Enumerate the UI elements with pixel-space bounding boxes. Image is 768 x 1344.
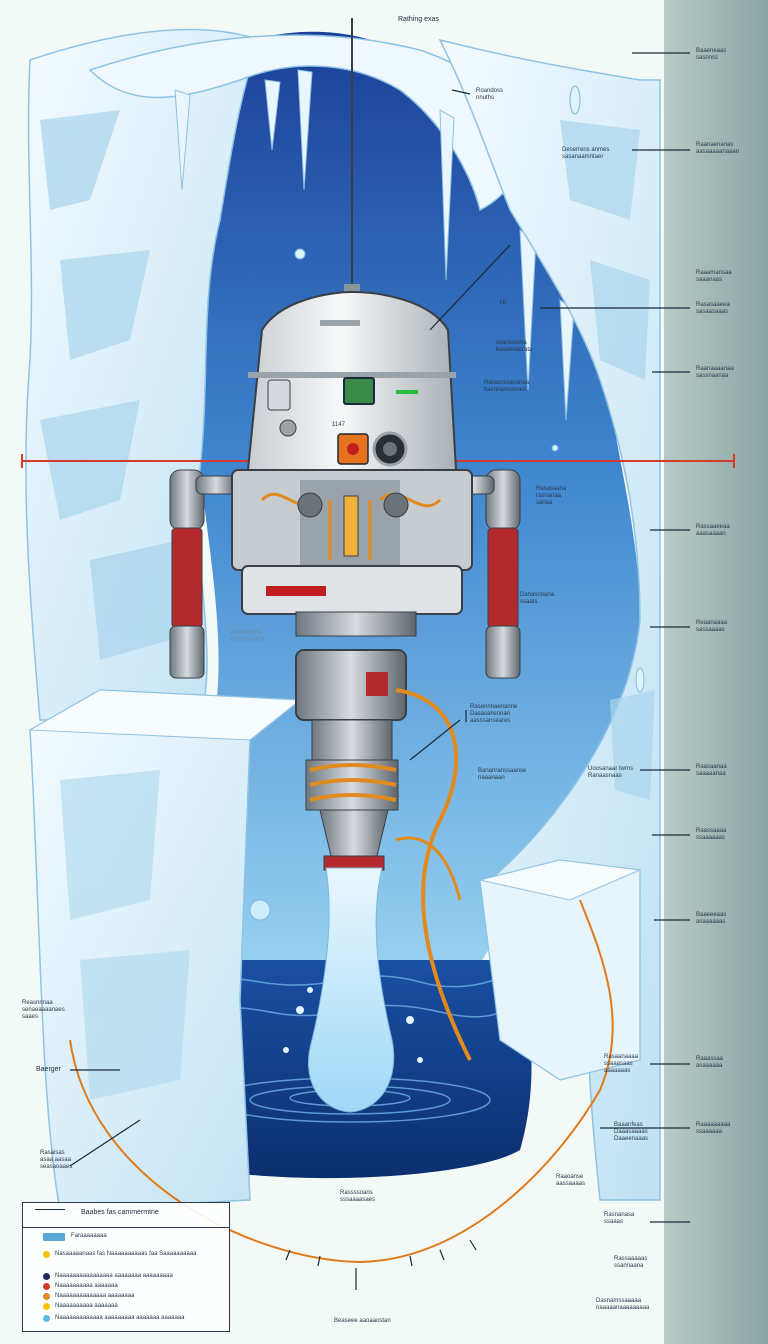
label-l03: NI [500,300,506,306]
panel-label-r08: Raasaanaa saaaaanaa [696,764,727,777]
legend-swatch [43,1303,50,1310]
label-l15: Rassssoans sssaaaasaes [340,1190,376,1203]
label-l17: Raaoanse aassaaaas [556,1174,586,1187]
water-droplets [249,85,645,921]
panel-label-r09: Raassaaaa ssaaaaaas [696,828,727,841]
legend-item-label: Naaaaaaaaaa aaaaaaa [55,1283,118,1289]
label-l20: Rasaanaaaa ssaaasaas aaaaaaas [604,1054,639,1074]
legend-item-label: Naaaaaaaaaaaaa aaaaaaaaa aaaaaaa aaaaaaa [55,1315,185,1321]
machine-mid [231,469,473,637]
panel-label-r06: Rassaaeeaa aaasaaaan [696,524,730,537]
label-l10: Rasennnaenanne Dasasansnnan aasssanseare… [470,704,518,724]
leader-lines [69,52,690,1290]
legend-item-label: Naaaaaaaaaa aaaaaaa [55,1303,118,1309]
panel-label-r05: Raanaaaanaa sassnaanaa [696,366,734,379]
ice-arch-top [88,34,541,212]
icicles [174,69,575,421]
arc-ticks [285,1239,477,1267]
label-l16: Beaseee aaoaaostan [334,1318,391,1324]
legend-swatch [43,1273,50,1280]
legend-swatch [43,1251,50,1258]
orange-cable [395,688,472,1061]
machine-body [246,290,458,471]
legend-swatch [43,1233,65,1241]
label-l18: Uoosanaar twms Ranaasnaas [588,766,634,779]
label-l07: Rasasaana rasnanaa sanaa [536,486,567,506]
label-top: Rathing exas [398,16,439,23]
label-l19: Baaanfeas Daaasaaaas Daaeenaaas [614,1122,649,1142]
ice-cliff-left-shading [40,110,180,660]
panel-label-r01: Baaeneaas sasnnss [696,48,727,61]
legend-item-label: Faraaaaaaaa [71,1233,107,1239]
legend-title-rule [35,1209,65,1210]
label-l14: Rasaisas asaa aasaa seasaoaaes [40,1150,73,1170]
panel-label-r12: Raaaaaaaaa ssaaaaaa [696,1122,731,1135]
label-l13: Baerger [36,1066,61,1073]
orange-arc [69,899,614,1264]
panel-label-r03: Raaamansaa saaanaas [696,270,732,283]
label-l08: Danasnnana ssaats [520,592,555,605]
label-l02: Deserrens anmes sasanaamntaer [562,147,610,160]
status-screen [343,377,375,405]
label-l05: Rarasnssansnaa basnnanssnnes [484,380,530,393]
legend-swatch [43,1283,50,1290]
label-l21: Rasnanasa ssaaas [604,1212,635,1225]
legend-swatch [43,1315,50,1322]
ice-cliff-right-shading [560,120,655,800]
drill-column [295,649,407,871]
label-l22: Rassaaaaas ssannaana [614,1256,648,1269]
legend-swatch [43,1293,50,1300]
legend-divider [23,1227,229,1228]
label-l11: Bananranssaanse naaanaan [478,768,527,781]
label-l09: ANNAMON ASSANNASI [230,630,265,643]
left-piston [169,469,237,679]
panel-label-r02: Raanaenanas aasaaaaanaaan [696,142,740,155]
label-l06: 1147 [332,422,345,428]
panel-label-r10: Baaeeeaas asaaaaaas [696,912,727,925]
panel-label-r07: Reaanaaaa sassaaaas [696,620,728,633]
legend-title: Baabes fas cammermtne [81,1209,159,1216]
legend-item-label: Nasaaaaanaas fas Naaaaaaaaaas faa Saaaaa… [55,1251,197,1257]
legend-item-label: Naaaaaaaaaaaaaaaa aaaaaaaa aaaaaaaaa [55,1273,173,1279]
water-jet [307,867,395,1113]
panel-label-r04: Rasasaaeea sasaasaaas [696,302,730,315]
legend-item-label: Naaaaaaaaaaaaaa aaaaaaaa [55,1293,135,1299]
splash [283,987,423,1063]
panel-label-r11: Raaassaa asaaaaaa [696,1056,724,1069]
side-panel [664,0,768,1344]
label-l23: Dasnamssaaaaa naaaaanaaaaaaaaa [596,1298,650,1311]
label-l01: Roandoss nnuths [476,88,504,101]
label-l04: ssanrassna basonnasrata [496,340,533,353]
label-l12: Reasnnnaa senaeaaaanaes saaes [22,1000,65,1020]
ice-block-left-shading [60,770,190,1100]
